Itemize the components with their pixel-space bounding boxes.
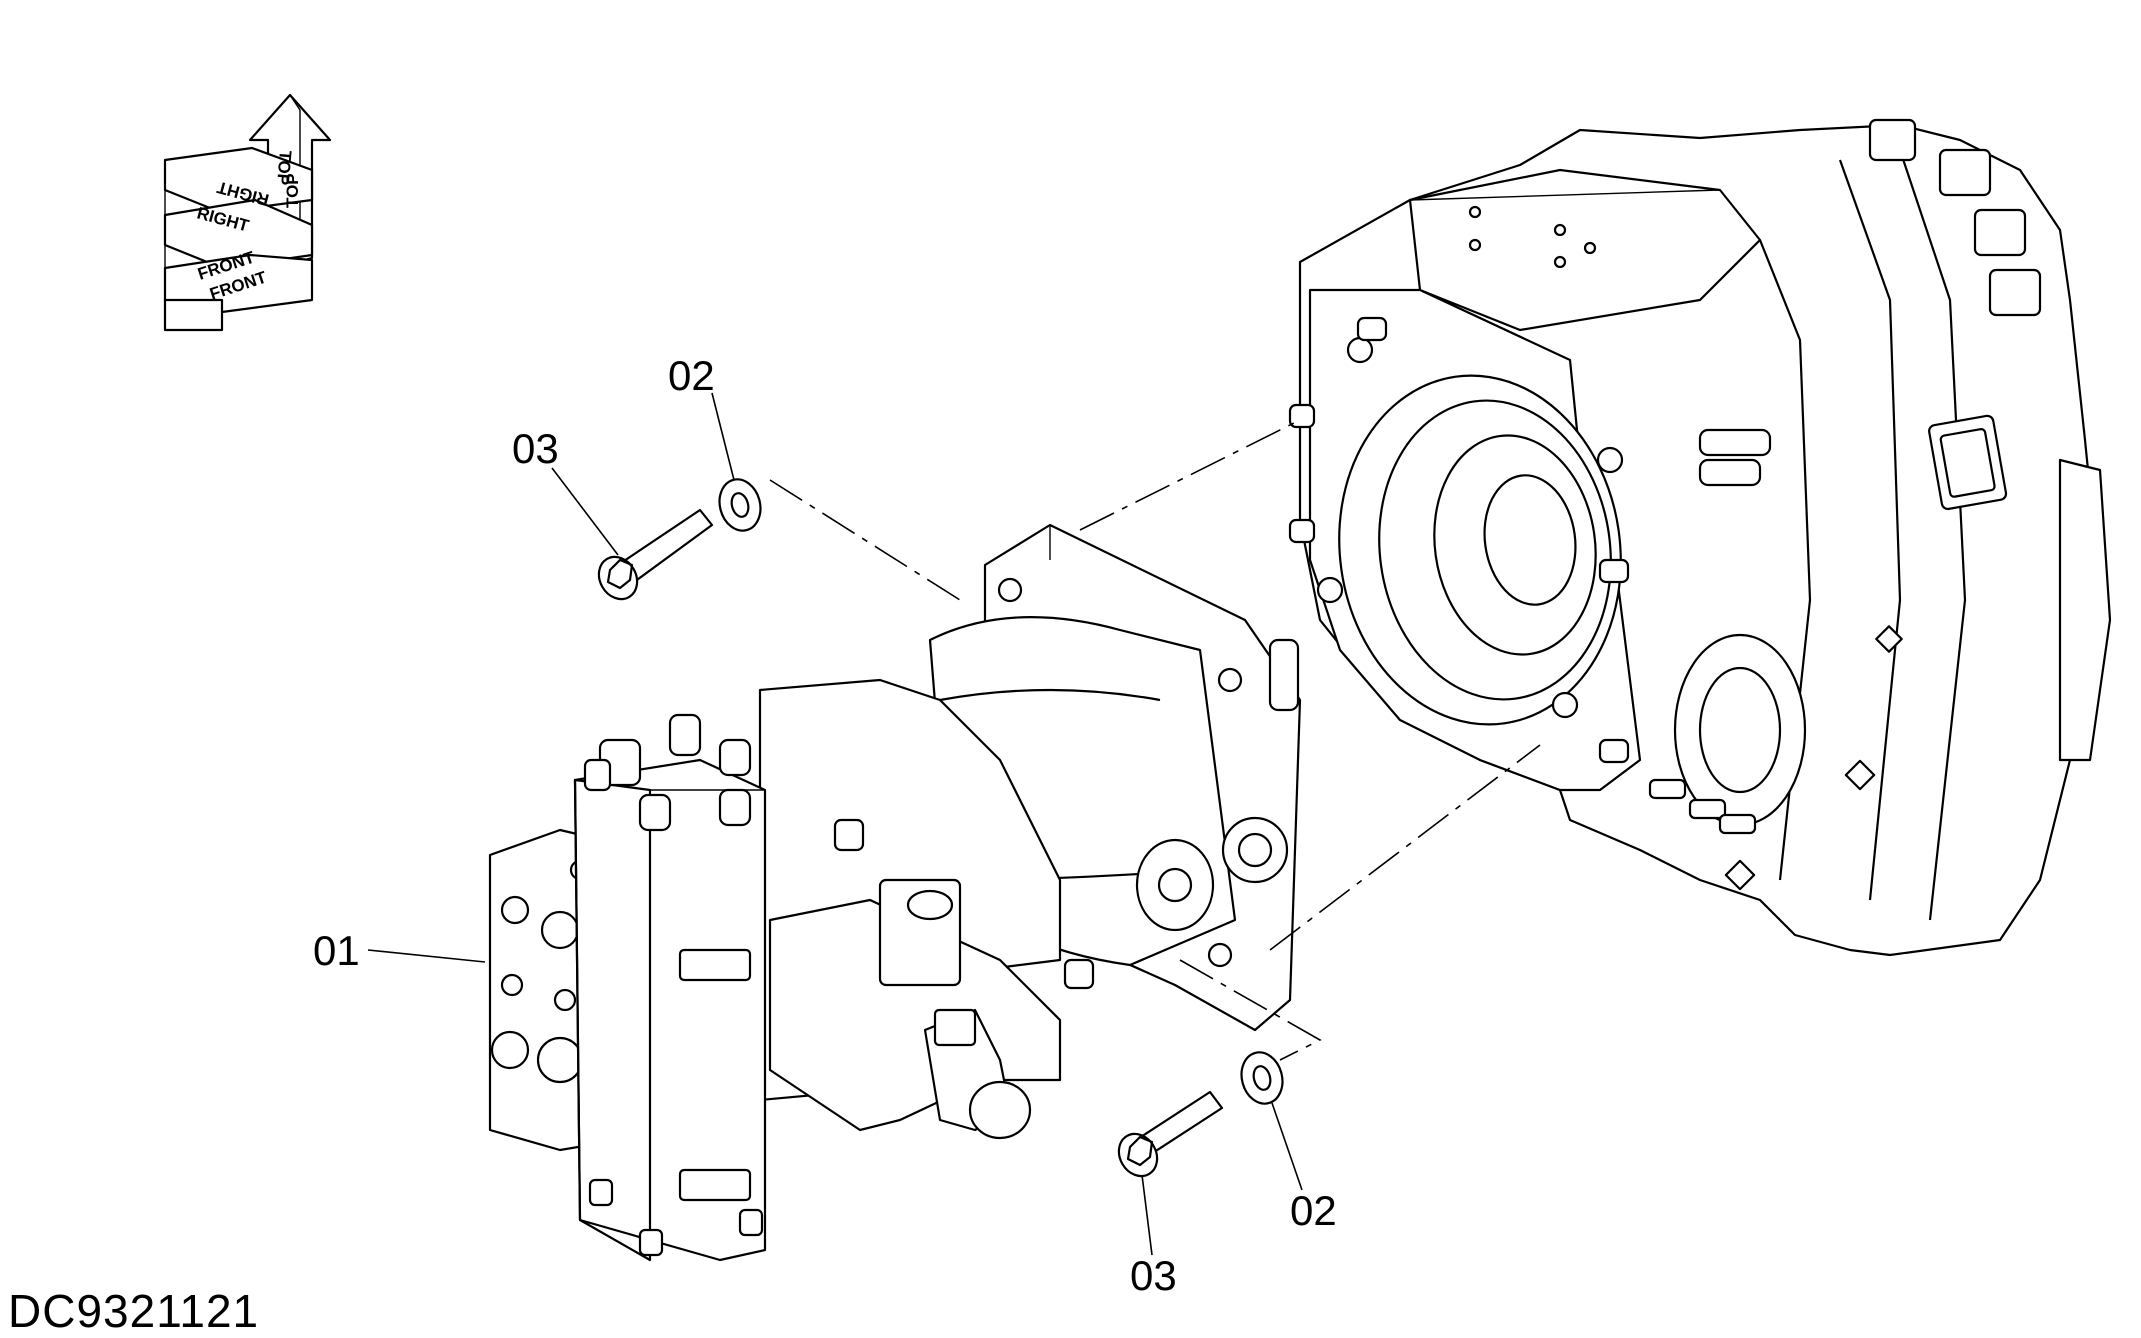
hydraulic-motor [488, 523, 1302, 1262]
bolt-lower [1117, 1090, 1224, 1178]
orientation-label-top-1: TOP [283, 173, 302, 208]
orientation-label-top-2: TOP [273, 150, 295, 186]
callout-02-upper: 02 [668, 352, 715, 399]
washer-lower [1240, 1051, 1284, 1105]
callout-03-upper: 03 [512, 425, 559, 472]
assembly-centerlines [769, 419, 1541, 1061]
orientation-indicator: TOP TOP RIGHT RIGHT FRONT FRONT [163, 93, 332, 332]
callout-01: 01 [313, 927, 360, 974]
bolt-upper [597, 508, 714, 601]
drawing-id-label: DC9321121 [8, 1285, 260, 1337]
transmission-housing [1288, 118, 2112, 957]
leader-lines [367, 392, 1303, 1256]
washer-upper [718, 478, 762, 532]
callout-03-lower: 03 [1130, 1252, 1177, 1299]
callout-02-lower: 02 [1290, 1187, 1337, 1234]
